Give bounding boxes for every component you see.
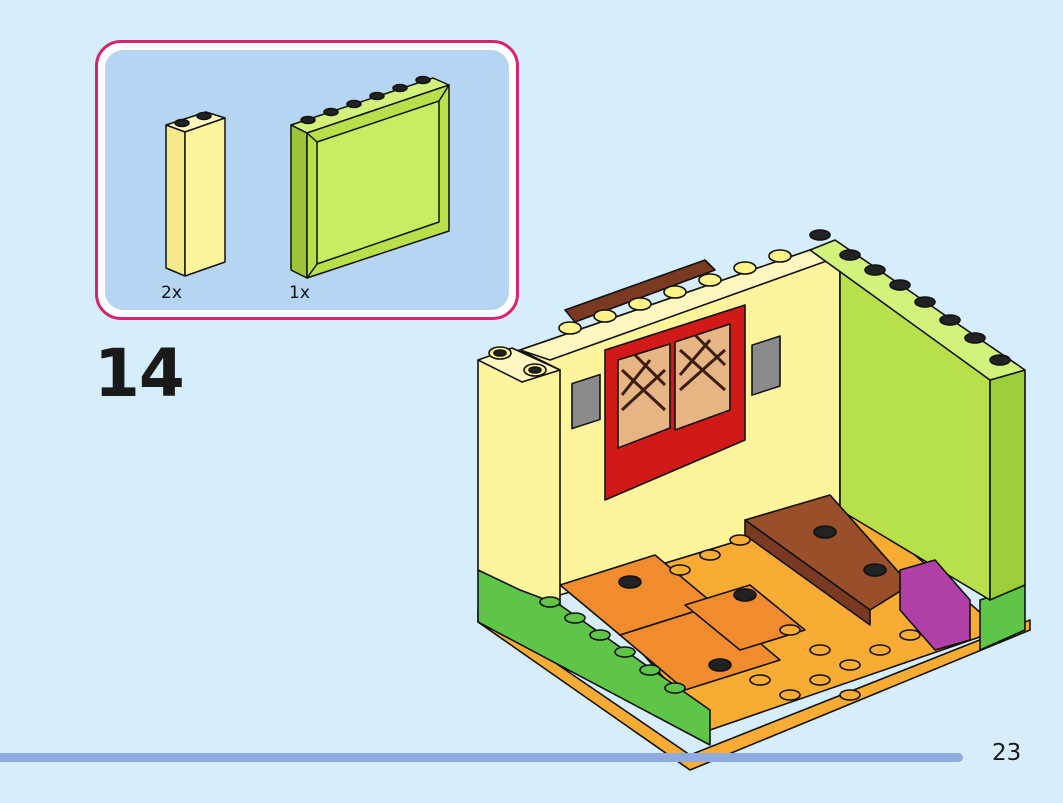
parts-callout: 2x 1x <box>95 40 519 320</box>
lime-panel-icon <box>290 75 450 279</box>
part-quantity-yellow-brick: 2x <box>161 283 182 303</box>
left-brick-front <box>477 349 561 606</box>
part-quantity-lime-panel: 1x <box>289 283 310 303</box>
parts-illustration <box>165 75 450 279</box>
step-number: 14 <box>94 335 185 412</box>
window-right-pane <box>674 323 731 431</box>
page-number: 23 <box>992 740 1022 766</box>
parts-panel: 2x 1x <box>105 50 509 310</box>
window-left-pane <box>617 343 671 449</box>
window-top-ledge <box>564 259 716 323</box>
orange-tile-3 <box>684 584 806 651</box>
progress-bar <box>0 753 963 762</box>
brown-table-side <box>744 519 871 626</box>
model-illustration <box>477 229 1031 771</box>
yellow-brick-icon <box>165 111 226 277</box>
purple-stool <box>899 559 971 651</box>
right-lime-wall-edge <box>989 369 1026 601</box>
right-lime-wall-top <box>809 239 1026 381</box>
